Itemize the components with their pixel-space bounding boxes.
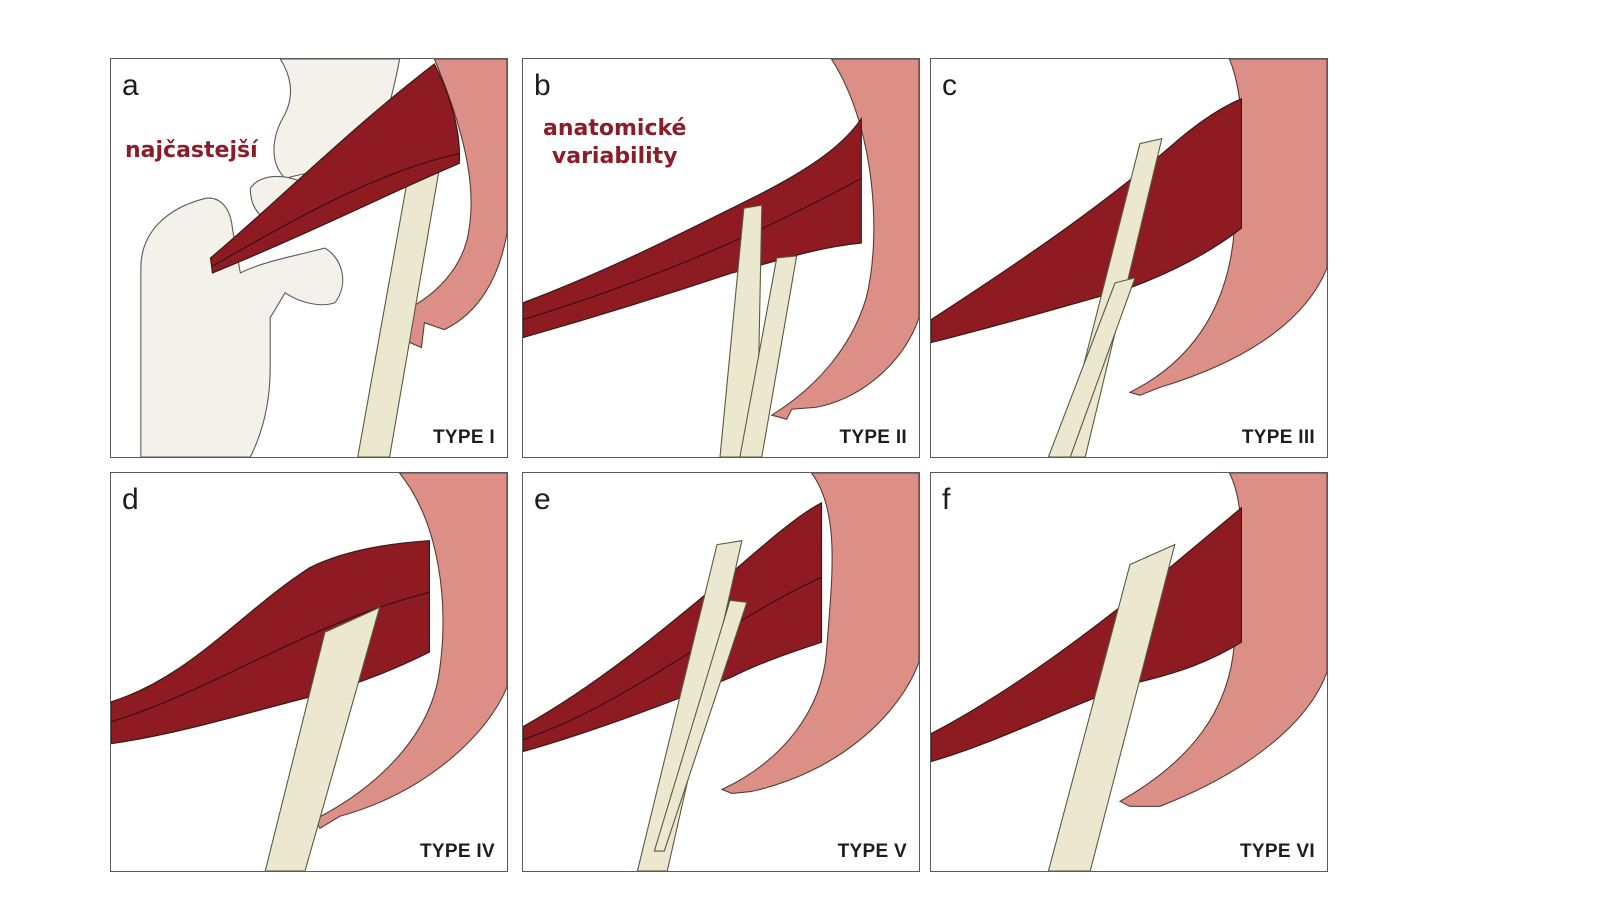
ligament-shape (770, 59, 919, 420)
panel-letter-c: c (942, 69, 957, 102)
panel-d: d TYPE IV (110, 472, 508, 872)
muscle-fiber-line (523, 177, 862, 321)
piriformis-muscle (931, 506, 1243, 763)
panel-a-illustration (140, 59, 507, 457)
type-label-c: TYPE III (1241, 427, 1315, 448)
panel-letter-a: a (122, 69, 139, 102)
panel-f-illustration (931, 473, 1327, 871)
panel-letter-e: e (534, 483, 551, 516)
panel-d-illustration (111, 473, 507, 871)
panel-letter-d: d (122, 483, 139, 516)
piriformis-muscle (209, 63, 461, 274)
annotation-most-common: najčastejší (125, 138, 258, 163)
type-label-f: TYPE VI (1240, 841, 1315, 862)
annotation-line-2: variability (551, 144, 678, 169)
piriformis-muscle (523, 116, 862, 339)
annotation-line-1: anatomické (543, 116, 687, 141)
piriformis-muscle (523, 501, 823, 753)
panel-letter-f: f (942, 483, 951, 516)
annotation-anatomical-variability: anatomické variability (543, 115, 686, 171)
nerve-division-lower (1047, 277, 1136, 457)
panel-e-illustration (523, 473, 919, 871)
panel-b: b anatomické variability TYPE II (522, 58, 920, 458)
nerve-division-upper (636, 539, 743, 871)
muscle-fiber-line (523, 576, 822, 741)
type-label-a: TYPE I (433, 427, 495, 448)
nerve-division-lower (653, 599, 748, 852)
nerve-division-lower (739, 255, 798, 457)
panel-e: e TYPE V (522, 472, 920, 872)
type-label-d: TYPE IV (420, 841, 495, 862)
ligament-shape (314, 473, 507, 829)
femur-bone (140, 197, 344, 457)
muscle-fiber-line (212, 152, 460, 267)
panel-b-illustration (523, 59, 919, 457)
muscle-fiber-line (111, 591, 430, 723)
sciatic-nerve (1047, 543, 1176, 871)
ligament-shape (720, 473, 919, 794)
piriformis-muscle (111, 540, 430, 745)
panel-c-illustration (931, 59, 1327, 457)
piriformis-muscle (931, 97, 1243, 344)
sciatic-nerve (264, 606, 381, 871)
panel-f: f TYPE VI (930, 472, 1328, 872)
ligament-shape (398, 59, 507, 349)
type-label-b: TYPE II (839, 427, 907, 448)
type-label-e: TYPE V (837, 841, 907, 862)
panel-a: a najčastejší TYPE I (110, 58, 508, 458)
panel-letter-b: b (534, 69, 551, 102)
panel-c: c TYPE III (930, 58, 1328, 458)
